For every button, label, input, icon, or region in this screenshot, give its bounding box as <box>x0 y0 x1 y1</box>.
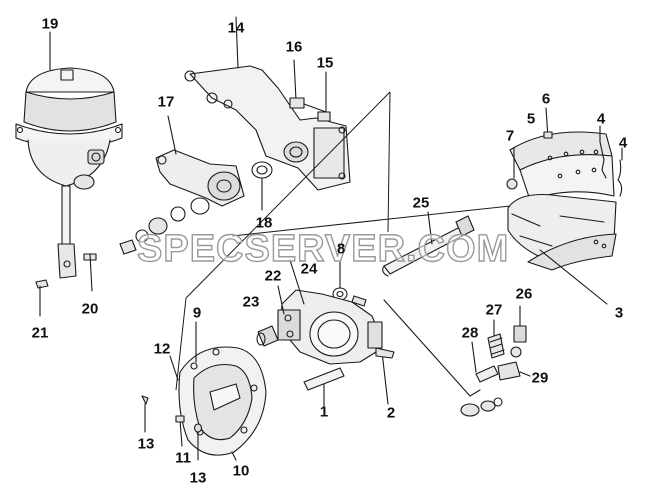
brake-shoes <box>506 107 623 305</box>
callout-29: 29 <box>531 369 549 387</box>
callout-13-upper: 13 <box>137 435 155 453</box>
washer-stack <box>119 161 273 255</box>
lube-fitting <box>383 299 503 417</box>
assembly-guide-lines <box>175 91 511 391</box>
callout-25: 25 <box>412 194 430 212</box>
camshaft <box>382 211 475 277</box>
callout-15: 15 <box>316 54 334 72</box>
callout-26: 26 <box>515 285 533 303</box>
callout-11: 11 <box>175 449 191 467</box>
shield-screws <box>141 355 203 461</box>
anchor-bolt <box>375 347 395 405</box>
callout-6: 6 <box>541 90 551 108</box>
mounting-bracket <box>184 16 351 191</box>
watermark: SPECSERVER.COM <box>136 227 510 270</box>
callout-21: 21 <box>31 324 49 342</box>
callout-1: 1 <box>319 403 329 421</box>
callout-7: 7 <box>505 127 515 145</box>
callout-24: 24 <box>300 260 318 278</box>
callout-20: 20 <box>81 300 99 318</box>
callout-22: 22 <box>264 267 282 285</box>
callout-17: 17 <box>157 93 175 111</box>
bracket-bolt <box>289 59 331 122</box>
clevis-pin <box>35 253 97 317</box>
callout-4-spring: 4 <box>596 110 606 128</box>
callout-2: 2 <box>386 404 396 422</box>
callout-4-pin: 4 <box>618 134 628 152</box>
callout-14: 14 <box>227 19 245 37</box>
callout-5: 5 <box>526 110 536 128</box>
callout-8: 8 <box>336 240 346 258</box>
callout-16: 16 <box>285 38 303 56</box>
callout-12: 12 <box>153 340 171 358</box>
callout-3: 3 <box>614 304 624 322</box>
brake-spider <box>277 259 383 365</box>
callout-19: 19 <box>41 15 59 33</box>
adjuster-assembly <box>471 305 531 383</box>
callout-18: 18 <box>255 214 273 232</box>
slack-adjuster <box>155 115 245 207</box>
callout-9: 9 <box>192 304 202 322</box>
callout-28: 28 <box>461 324 479 342</box>
brake-chamber <box>15 31 123 279</box>
callout-10: 10 <box>232 462 250 480</box>
anchor-pin <box>303 367 345 407</box>
callout-13-lower: 13 <box>189 469 207 487</box>
dust-shield <box>178 321 267 461</box>
callout-27: 27 <box>485 301 503 319</box>
camshaft-bushing <box>256 325 279 347</box>
spacer-washer <box>332 261 367 307</box>
callout-23: 23 <box>242 293 260 311</box>
